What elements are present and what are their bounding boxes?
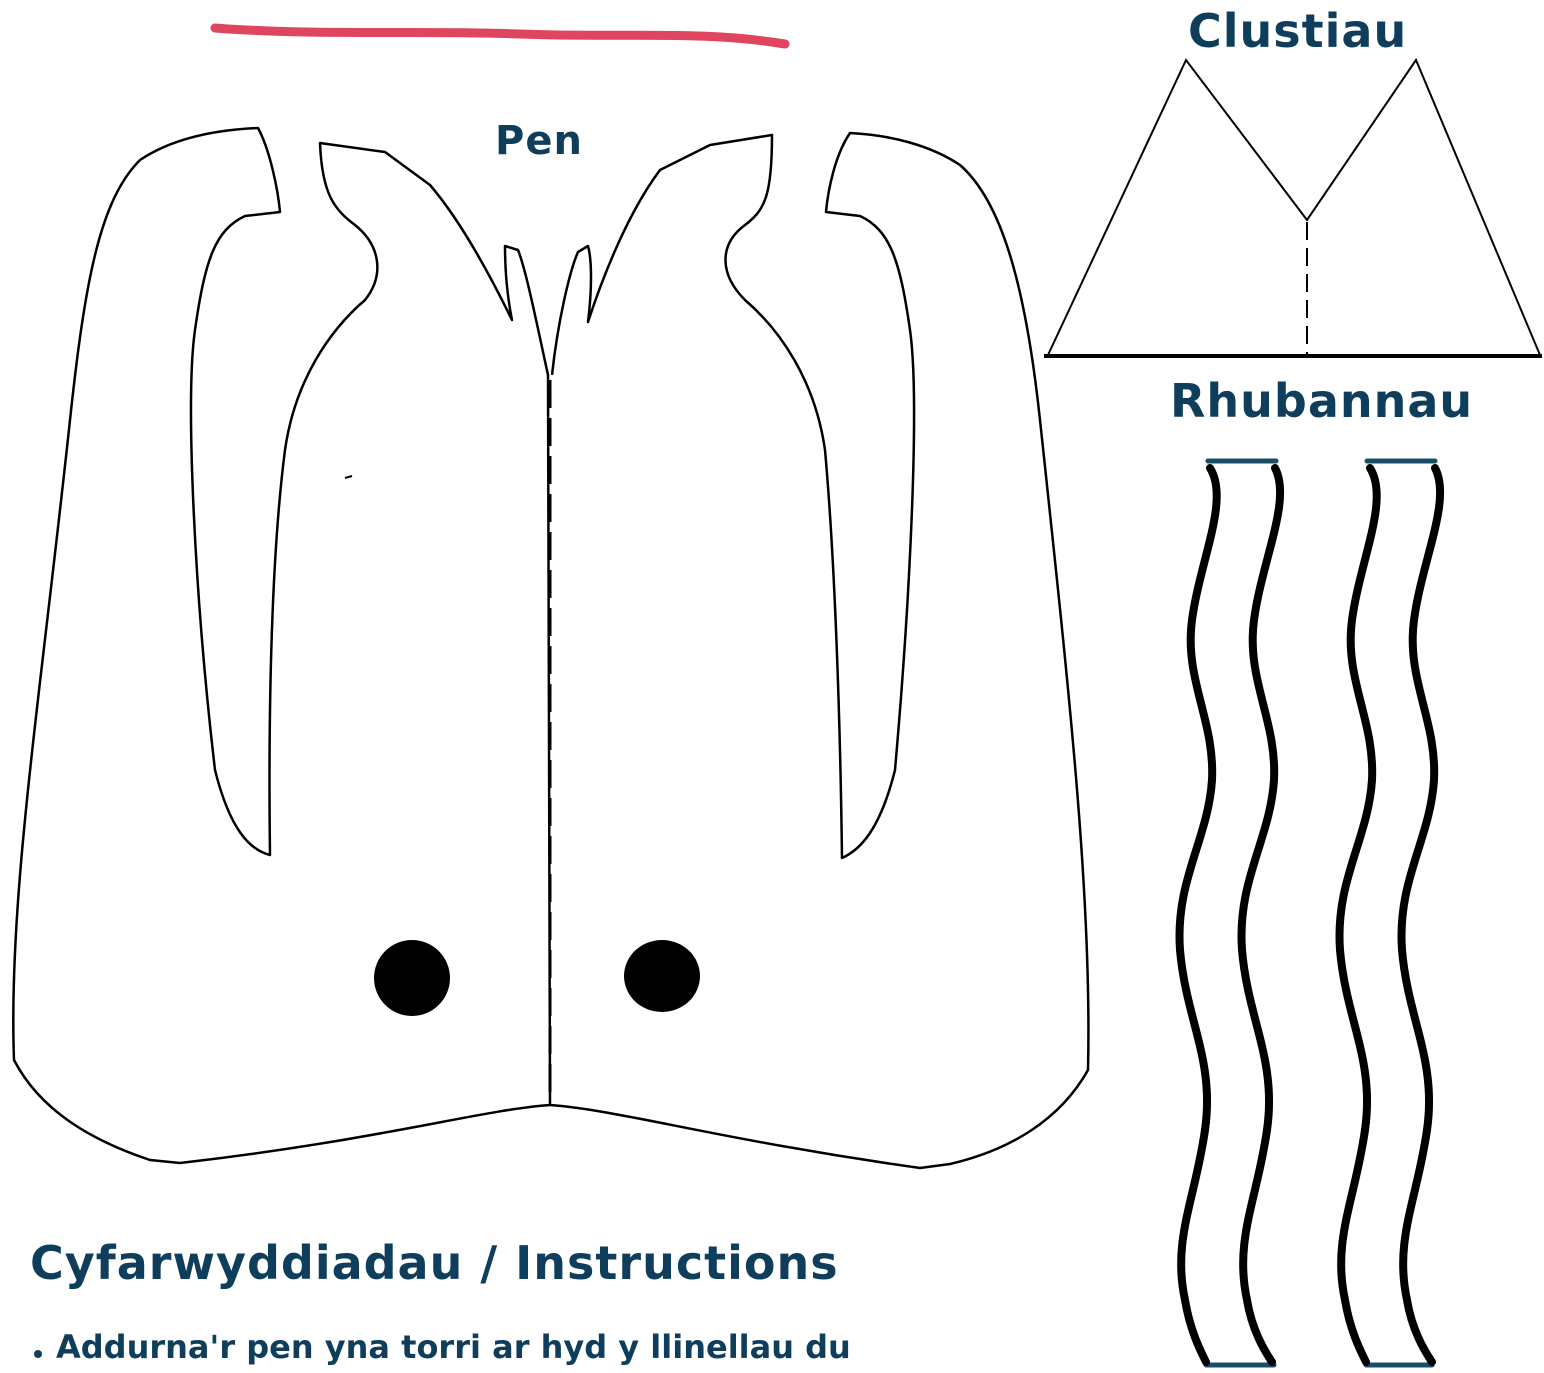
- ribbons-label: Rhubannau: [1170, 374, 1473, 428]
- instruction-item: Addurna'r pen yna torri ar hyd y llinell…: [56, 1328, 1096, 1366]
- right-eye: [624, 940, 700, 1012]
- head-template: [13, 128, 1088, 1168]
- ribbons-template: [1179, 461, 1440, 1365]
- ears-label: Clustiau: [1188, 4, 1407, 58]
- instructions-heading: Cyfarwyddiadau / Instructions: [30, 1236, 839, 1290]
- ears-template: [1044, 60, 1542, 356]
- title-underline: [215, 28, 785, 44]
- instructions-list: Addurna'r pen yna torri ar hyd y llinell…: [30, 1328, 1096, 1366]
- left-eye: [374, 940, 450, 1016]
- head-label: Pen: [495, 118, 583, 164]
